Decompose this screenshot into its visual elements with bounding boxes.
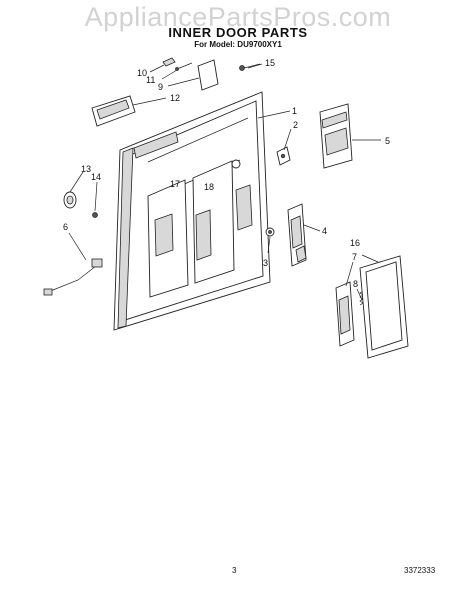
callout-14: 14	[91, 172, 101, 182]
spring-8[interactable]	[359, 290, 364, 306]
callout-16: 16	[350, 238, 360, 248]
callout-2: 2	[293, 120, 298, 130]
callout-13: 13	[81, 164, 91, 174]
small-clips[interactable]	[162, 57, 193, 71]
page-number: 3	[232, 566, 237, 575]
handle-bracket[interactable]	[91, 95, 136, 127]
callout-8: 8	[353, 279, 358, 289]
diagram-title: INNER DOOR PARTS	[168, 25, 308, 40]
document-number: 3372333	[404, 566, 436, 575]
model-subtitle: For Model: DU9700XY1	[194, 40, 282, 49]
latch-assembly[interactable]	[287, 203, 307, 267]
callout-10: 10	[137, 68, 147, 78]
screw-14[interactable]	[92, 212, 98, 218]
callout-7: 7	[352, 252, 357, 262]
callout-12: 12	[170, 93, 180, 103]
vent-bracket[interactable]	[335, 281, 355, 347]
dispenser-module[interactable]	[319, 103, 353, 169]
inner-door-panel[interactable]	[113, 91, 271, 331]
callout-4: 4	[322, 226, 327, 236]
callout-9: 9	[158, 82, 163, 92]
knob-13[interactable]	[63, 191, 77, 209]
callout-15: 15	[265, 58, 275, 68]
watermark-text: AppliancePartsPros.com	[84, 2, 392, 32]
side-cover-panel[interactable]	[359, 255, 409, 359]
callout-18: 18	[204, 182, 214, 192]
callout-6: 6	[63, 222, 68, 232]
callout-5: 5	[385, 136, 390, 146]
wire-harness[interactable]	[43, 258, 103, 296]
screw-15[interactable]	[239, 63, 261, 71]
small-plate[interactable]	[197, 59, 219, 91]
fastener-3[interactable]	[265, 227, 275, 237]
leader-lines	[68, 63, 381, 301]
callout-3: 3	[263, 258, 268, 268]
bracket-2[interactable]	[276, 146, 291, 166]
callout-11: 11	[146, 75, 155, 85]
callout-17: 17	[170, 179, 180, 189]
callout-1: 1	[292, 106, 297, 116]
